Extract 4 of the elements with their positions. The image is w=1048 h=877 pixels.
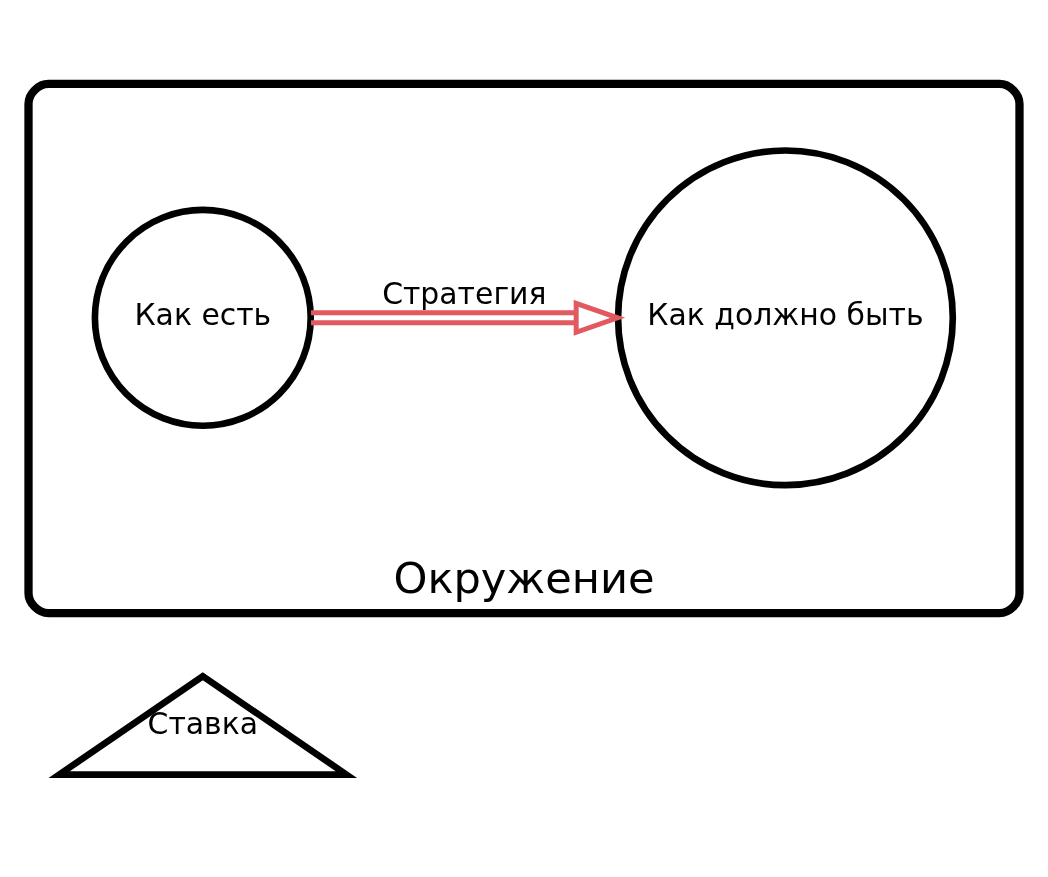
arrow [311,299,626,336]
node-circle: Как должно быть [614,146,957,488]
edge-label: Стратегия [382,275,547,311]
node-circle: Как есть [91,206,314,429]
